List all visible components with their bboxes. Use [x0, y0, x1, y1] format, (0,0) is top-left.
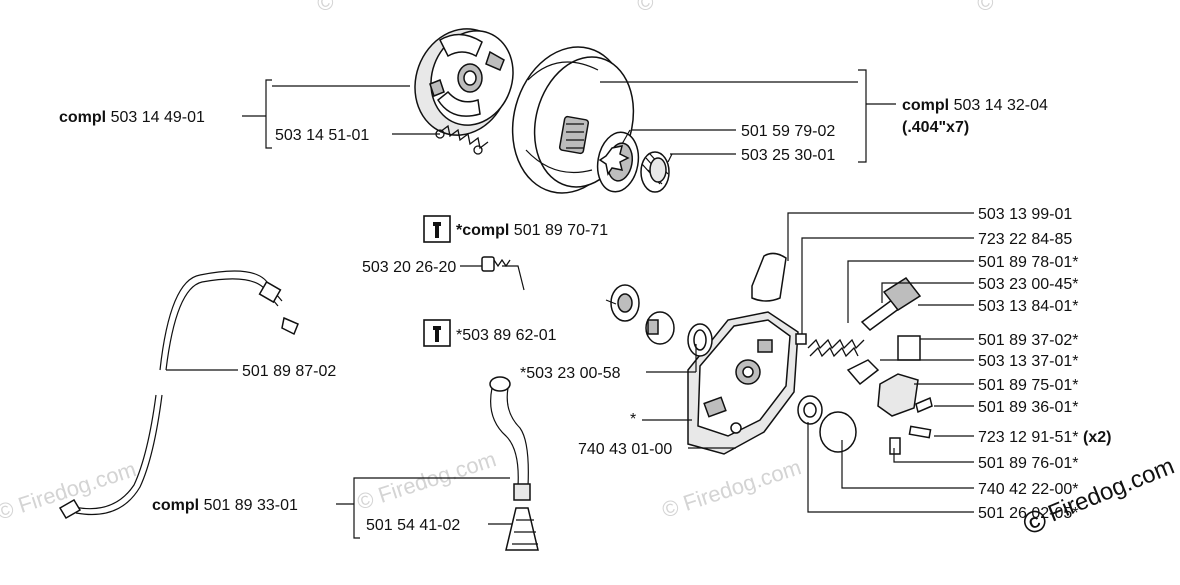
suction-pipe-illustration	[489, 376, 539, 551]
clutch-illustration	[414, 28, 514, 136]
rim-sprocket-label: 501 59 79-02	[741, 123, 835, 140]
lever-illustration	[846, 359, 880, 386]
leader-lines	[166, 69, 974, 539]
hose-label: 501 89 87-02	[242, 363, 336, 380]
kit-label: *503 89 62-01	[456, 327, 557, 344]
piston-spring-illustration	[795, 333, 865, 358]
watermark-text: ©	[974, 0, 997, 17]
part-label: 503 23 00-45*	[978, 276, 1079, 293]
watermark-text: © Firedog.com	[354, 446, 499, 514]
filter-label: 501 54 41-02	[366, 517, 460, 534]
cover-block-illustration	[751, 252, 787, 302]
watermark-text: ©	[314, 0, 337, 17]
pump-body-label: *	[630, 411, 636, 428]
part-label: 501 26 02-05*	[978, 505, 1079, 522]
pump-plunger-illustration	[860, 277, 922, 331]
part-label: 501 89 36-01*	[978, 399, 1079, 416]
part-label: 723 22 84-85	[978, 231, 1072, 248]
part-label: 740 42 22-00*	[978, 481, 1079, 498]
part-label: 503 13 99-01	[978, 206, 1072, 223]
drum-assembly-label: compl 503 14 32-04	[902, 97, 1048, 114]
washer-illustration	[797, 395, 857, 453]
part-label: 503 13 37-01*	[978, 353, 1079, 370]
suction-assembly-label: compl 501 89 33-01	[152, 497, 298, 514]
oil-pump-kit-label: *compl 501 89 70-71	[456, 222, 608, 239]
right-part-labels: 503 13 99-01 723 22 84-85 501 89 78-01* …	[978, 206, 1111, 522]
adjust-spring-illustration	[897, 335, 921, 361]
adjust-screw-illustration	[889, 396, 933, 455]
copyright-icon	[1023, 510, 1046, 533]
clutch-spring-illustration	[435, 124, 489, 155]
needle-bearing-illustration	[640, 151, 670, 193]
oil-pump-body-illustration	[687, 311, 799, 455]
part-label: 723 12 91-51* (x2)	[978, 429, 1111, 446]
needle-bearing-label: 503 25 30-01	[741, 147, 835, 164]
oil-hose-illustration	[58, 270, 299, 520]
watermark-text: ©	[634, 0, 657, 17]
wrench-icon	[423, 215, 451, 243]
plug-illustration	[730, 422, 742, 434]
watermark-text: © Firedog.com	[659, 454, 804, 522]
part-label: 501 89 75-01*	[978, 377, 1079, 394]
part-label: 501 89 37-02*	[978, 332, 1079, 349]
screw-illustration	[481, 256, 511, 272]
screw-label: 503 20 26-20	[362, 259, 456, 276]
part-label: 501 89 76-01*	[978, 455, 1079, 472]
wrench-icon	[423, 319, 451, 347]
rim-sprocket-illustration	[596, 131, 640, 193]
drum-pitch-label: (.404"x7)	[902, 119, 969, 136]
part-label: 503 13 84-01*	[978, 298, 1079, 315]
plug-label: 740 43 01-00	[578, 441, 672, 458]
clutch-spring-label: 503 14 51-01	[275, 127, 369, 144]
oil-pump-gear-illustration	[610, 284, 713, 357]
washer-label: *503 23 00-58	[520, 365, 621, 382]
clutch-assembly-label: compl 503 14 49-01	[59, 109, 205, 126]
part-label: 501 89 78-01*	[978, 254, 1079, 271]
adjuster-housing-illustration	[877, 373, 919, 417]
